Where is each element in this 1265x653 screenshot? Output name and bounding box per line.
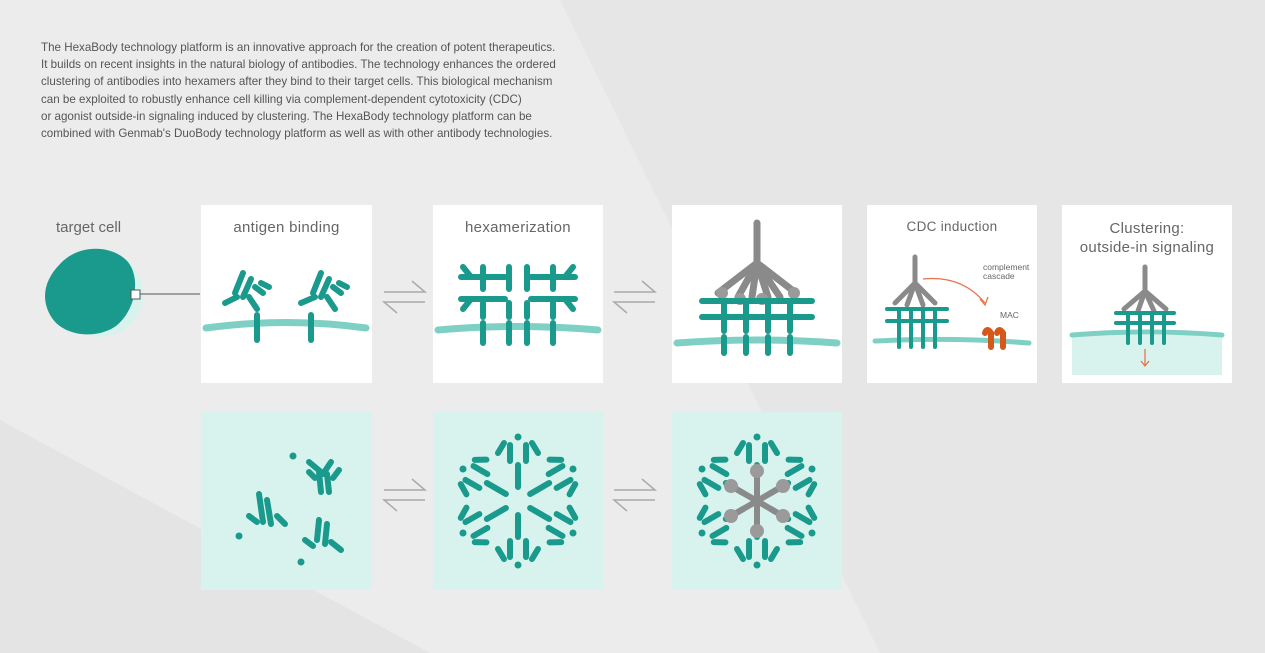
antibody-icon xyxy=(235,452,344,566)
intro-paragraph: The HexaBody technology platform is an i… xyxy=(41,39,681,142)
intro-line: or agonist outside-in signaling induced … xyxy=(41,109,532,123)
target-cell-label: target cell xyxy=(56,219,122,236)
free-antibodies-panel xyxy=(201,412,372,590)
intro-line: It builds on recent insights in the natu… xyxy=(41,58,556,72)
cdc-induction-panel: CDC induction complement cascade MAC xyxy=(867,205,1037,383)
intro-line: The HexaBody technology platform is an i… xyxy=(41,41,556,54)
cdc-induction-title: CDC induction xyxy=(906,219,998,234)
intro-line: combined with Genmab's DuoBody technolog… xyxy=(41,127,553,141)
cdc-induction-illustration xyxy=(872,254,1032,350)
antigen-binding-panel: antigen binding xyxy=(201,205,372,383)
target-cell-icon xyxy=(45,248,200,337)
hexamer-complement-panel xyxy=(672,412,842,590)
hexamer-complement-icon xyxy=(696,433,818,569)
hexamer-panel xyxy=(433,412,603,590)
complement-binding-panel xyxy=(672,205,842,383)
hexamer-icon xyxy=(457,433,579,569)
clustering-illustration xyxy=(1069,264,1225,375)
intro-line: can be exploited to robustly enhance cel… xyxy=(41,92,522,106)
complement-cascade-label: complement cascade xyxy=(983,262,1030,281)
antigen-binding-title: antigen binding xyxy=(233,219,340,236)
complement-binding-illustration xyxy=(673,219,841,356)
mac-label: MAC xyxy=(1000,310,1019,320)
hexamerization-panel: hexamerization xyxy=(433,205,603,383)
clustering-panel: Clustering: outside-in signaling xyxy=(1062,205,1232,383)
hexamerization-illustration xyxy=(434,264,602,346)
clustering-title: Clustering: outside-in signaling xyxy=(1079,220,1215,256)
antigen-binding-illustration xyxy=(202,270,370,343)
intro-line: clustering of antibodies into hexamers a… xyxy=(41,75,553,89)
hexamerization-title: hexamerization xyxy=(465,219,571,236)
